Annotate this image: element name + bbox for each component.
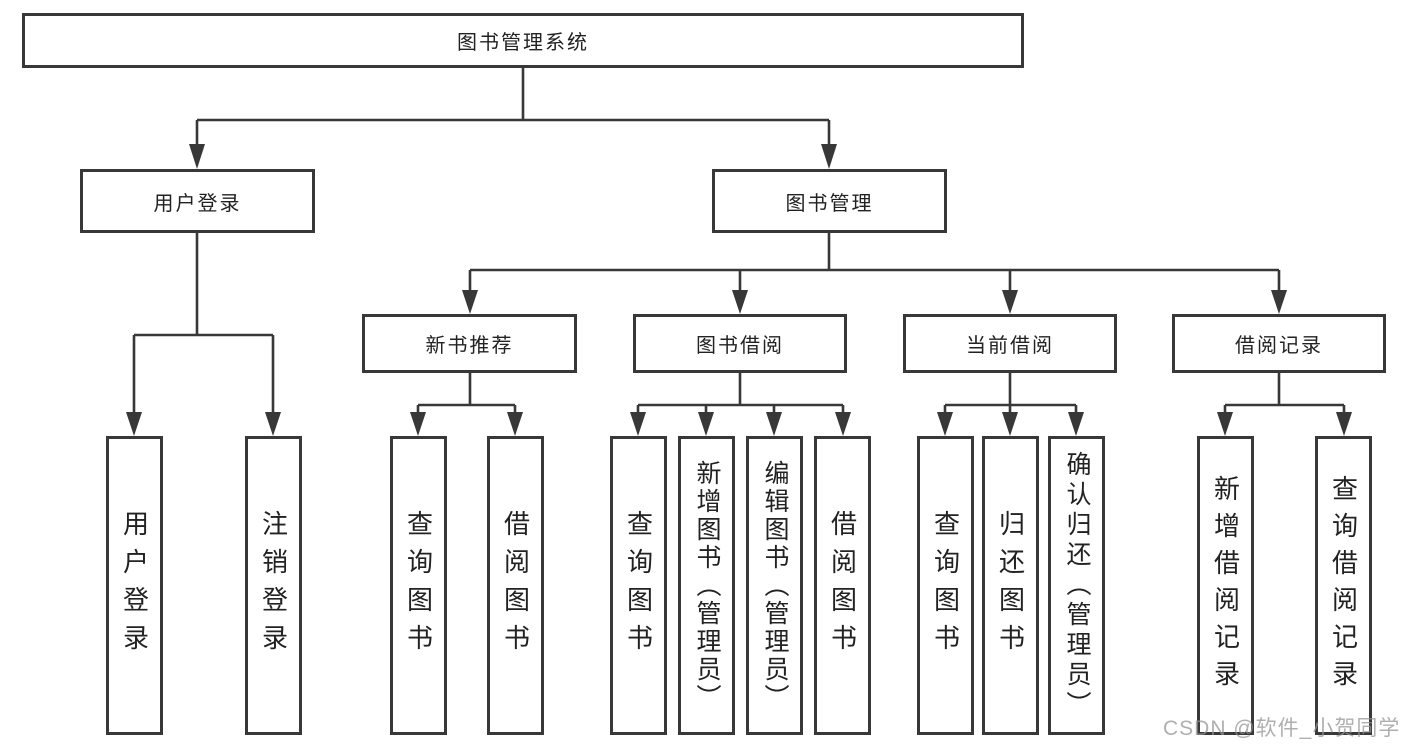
node-label: 新书推荐: [425, 335, 514, 357]
leaf-label: 借阅图书: [500, 509, 531, 662]
node-book-borrowing: 图书借阅: [633, 314, 847, 373]
node-current-borrowing: 当前借阅: [903, 314, 1117, 373]
leaf-query-books-current: 查询图书: [917, 436, 974, 735]
leaf-add-borrow-record: 新增借阅记录: [1197, 436, 1254, 735]
node-new-book-recommend: 新书推荐: [362, 314, 577, 373]
leaf-query-books-recommend: 查询图书: [390, 436, 447, 735]
node-book-management: 图书管理: [712, 169, 947, 233]
leaf-label: 查询图书: [403, 509, 434, 662]
leaf-label: 确认归还（管理员）: [1063, 450, 1091, 721]
node-label: 图书借阅: [696, 335, 784, 357]
node-label: 借阅记录: [1235, 335, 1323, 357]
leaf-add-book-admin: 新增图书（管理员）: [678, 436, 735, 735]
leaf-edit-book-admin: 编辑图书（管理员）: [746, 436, 803, 735]
leaf-user-login: 用户登录: [106, 436, 163, 735]
node-label: 图书管理系统: [457, 32, 589, 54]
node-library-management-system: 图书管理系统: [22, 13, 1024, 68]
node-borrow-records: 借阅记录: [1172, 314, 1386, 373]
leaf-label: 查询借阅记录: [1328, 474, 1359, 697]
leaf-query-books-borrowing: 查询图书: [610, 436, 667, 735]
leaf-confirm-return-admin: 确认归还（管理员）: [1048, 436, 1105, 735]
leaf-logout: 注销登录: [245, 436, 302, 735]
node-label: 当前借阅: [966, 335, 1054, 357]
leaf-label: 新增借阅记录: [1210, 474, 1241, 697]
watermark: CSDN @软件_小贺同学: [1163, 717, 1401, 740]
node-label: 图书管理: [785, 192, 874, 215]
leaf-return-books: 归还图书: [982, 436, 1039, 735]
leaf-borrow-books-borrowing: 借阅图书: [814, 436, 871, 735]
leaf-label: 查询图书: [930, 509, 961, 662]
leaf-label: 编辑图书（管理员）: [761, 459, 789, 712]
leaf-label: 注销登录: [258, 509, 289, 662]
leaf-query-borrow-record: 查询借阅记录: [1315, 436, 1372, 735]
leaf-label: 用户登录: [119, 509, 150, 662]
leaf-label: 查询图书: [623, 509, 654, 662]
leaf-label: 借阅图书: [827, 509, 858, 662]
node-user-login: 用户登录: [80, 169, 315, 233]
leaf-label: 归还图书: [995, 509, 1026, 662]
leaf-label: 新增图书（管理员）: [693, 459, 721, 712]
leaf-borrow-books-recommend: 借阅图书: [487, 436, 544, 735]
node-label: 用户登录: [153, 192, 242, 215]
